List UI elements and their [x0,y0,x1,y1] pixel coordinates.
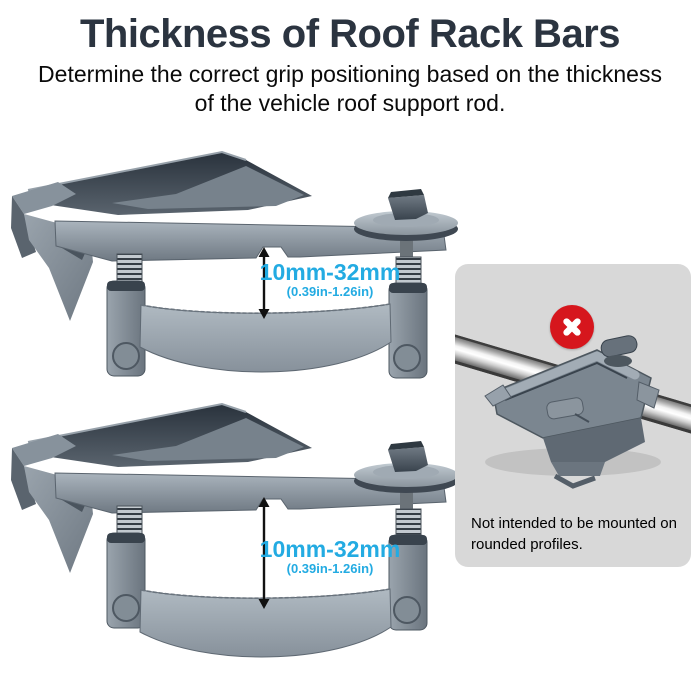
round-bar-mount-illustration [455,324,691,489]
subtitle-line-2: of the vehicle roof support rod. [194,90,506,116]
prohibition-x-icon [550,305,594,349]
warning-panel: Not intended to be mounted on rounded pr… [455,264,691,567]
warning-caption: Not intended to be mounted on rounded pr… [471,515,677,553]
dimension-arrow-icon [258,247,270,319]
dimension-arrow-icon [258,497,270,609]
dimension-label-top: 10mm-32mm (0.39in-1.26in) [245,260,415,299]
subtitle-line-1: Determine the correct grip positioning b… [38,61,662,87]
dimension-value-inches: (0.39in-1.26in) [286,561,374,576]
dimension-label-bottom: 10mm-32mm (0.39in-1.26in) [245,537,415,576]
page-subtitle: Determine the correct grip positioning b… [0,60,700,118]
dimension-value: 10mm-32mm [259,536,401,562]
page-title: Thickness of Roof Rack Bars [80,12,621,56]
clamp-illustration-top [11,150,458,379]
dimension-value: 10mm-32mm [259,259,401,285]
dimension-value-inches: (0.39in-1.26in) [286,284,374,299]
clamp-illustration-bottom [11,402,458,658]
